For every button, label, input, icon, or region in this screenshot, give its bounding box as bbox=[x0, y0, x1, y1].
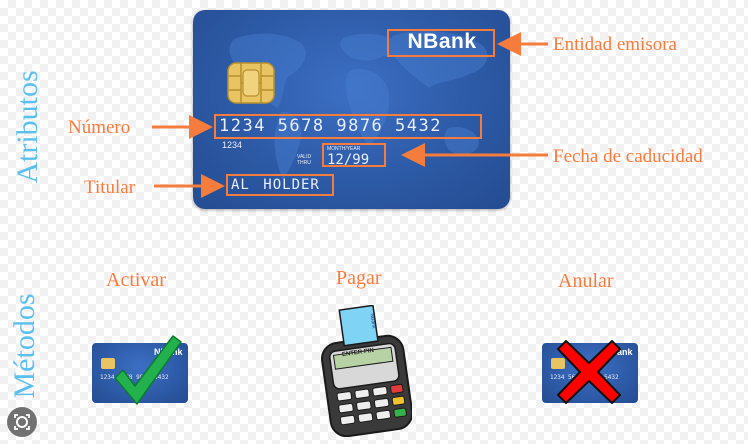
annotation-holder: Titular bbox=[84, 177, 136, 198]
mini-chip-icon bbox=[101, 358, 115, 369]
method-activate-label: Activar bbox=[106, 269, 166, 291]
card-number: 1234 5678 9876 5432 bbox=[219, 116, 442, 136]
annotation-expiry: Fecha de caducidad bbox=[553, 146, 703, 167]
issuer-highlight-box bbox=[387, 29, 495, 57]
expiry-highlight-box bbox=[322, 143, 386, 167]
method-cancel-label: Anular bbox=[558, 270, 614, 292]
month-year-label: MONTH/YEAR bbox=[327, 146, 361, 152]
number-highlight-box bbox=[214, 114, 482, 139]
lens-icon bbox=[14, 414, 30, 430]
card-holder: AL HOLDER bbox=[231, 177, 320, 193]
expiry-date: 12/99 bbox=[327, 152, 370, 168]
bank-name: NBank bbox=[407, 30, 477, 53]
card-terminal-icon bbox=[321, 305, 412, 437]
mini-card-number: 1234 5678 9876 5432 bbox=[100, 374, 169, 381]
method-pay-label: Pagar bbox=[336, 267, 382, 289]
cross-icon bbox=[557, 340, 621, 404]
holder-highlight-box bbox=[226, 174, 334, 196]
card-number-small: 1234 bbox=[222, 140, 243, 150]
annotation-issuer: Entidad emisora bbox=[553, 34, 677, 55]
annotation-number: Número bbox=[68, 117, 131, 138]
chip-icon bbox=[227, 62, 275, 104]
mini-chip-icon bbox=[551, 358, 565, 369]
lens-button[interactable] bbox=[7, 407, 37, 437]
checkmark-icon bbox=[114, 335, 182, 405]
valid-thru-label: VALID THRU bbox=[297, 154, 312, 166]
